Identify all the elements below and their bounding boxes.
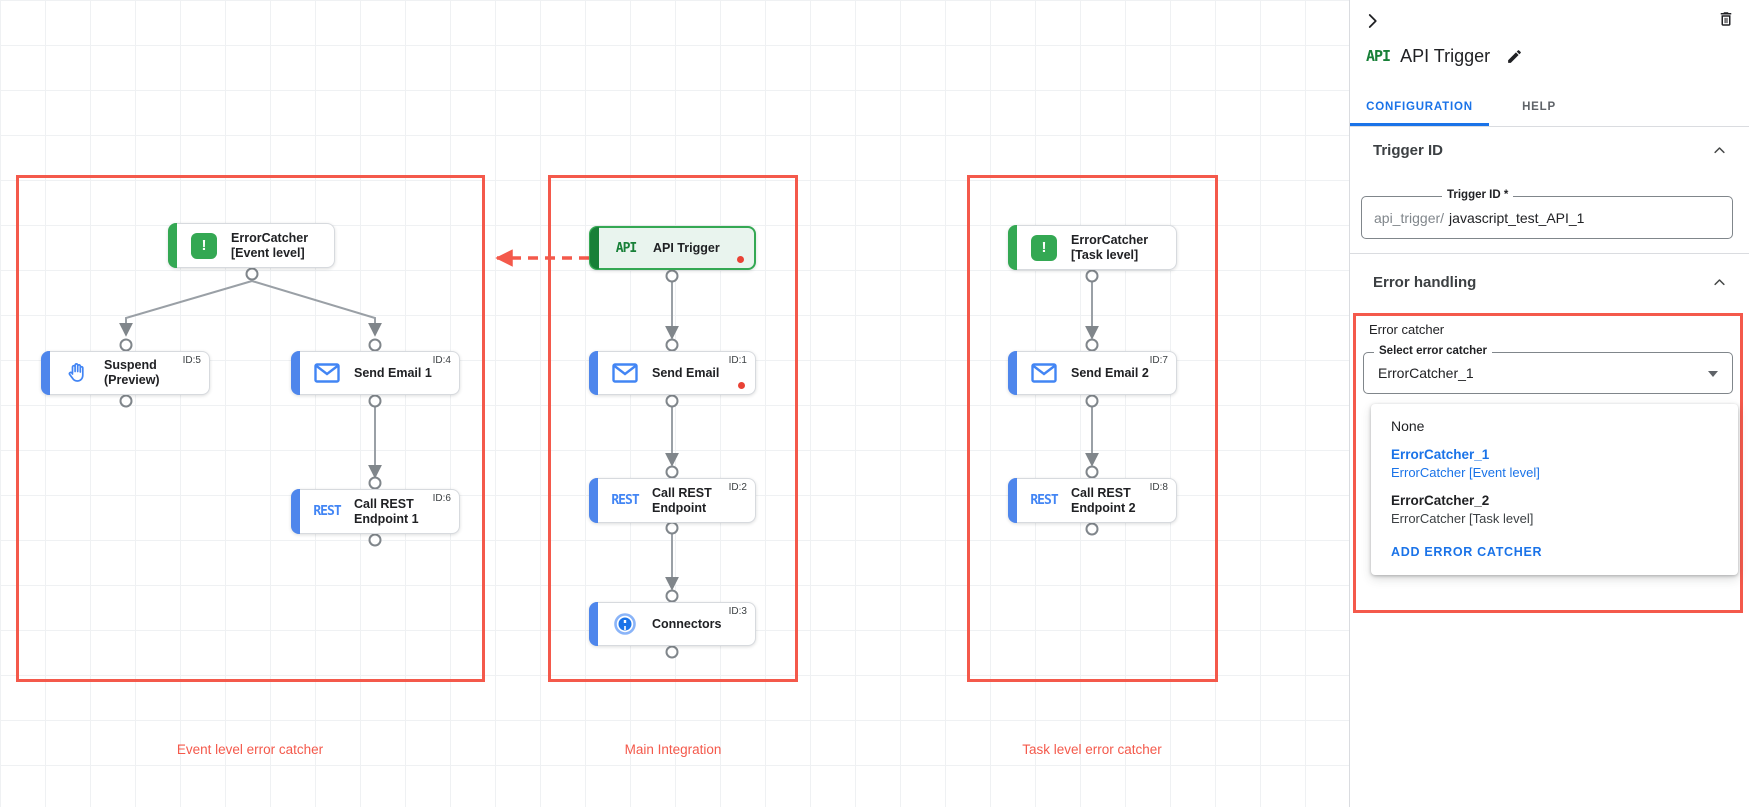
unsaved-change-dot [737, 256, 744, 263]
error-catcher-icon: ! [189, 232, 219, 259]
rest-icon: REST [313, 504, 341, 519]
node-label: Call REST Endpoint 1 [354, 496, 419, 526]
node-label: Send Email 1 [354, 365, 432, 380]
rest-icon: REST [1030, 493, 1058, 508]
node-send-email-1[interactable]: Send Email 1 ID:4 [291, 351, 460, 395]
node-accent-bar [1008, 351, 1017, 395]
trigger-id-field[interactable]: Trigger ID * api_trigger/ javascript_tes… [1361, 189, 1733, 239]
caption-main-integration: Main Integration [624, 742, 722, 757]
node-label: Send Email [652, 365, 720, 380]
connector-layer [119, 249, 1099, 659]
panel-title: API Trigger [1400, 45, 1491, 66]
node-accent-bar [589, 351, 598, 395]
chevron-up-icon[interactable] [1712, 275, 1727, 290]
error-catcher-icon: ! [1029, 234, 1059, 261]
add-error-catcher-button[interactable]: ADD ERROR CATCHER [1391, 545, 1543, 559]
section-trigger-id: Trigger ID [1373, 142, 1727, 159]
trash-icon [1720, 12, 1732, 26]
node-id-badge: ID:4 [432, 355, 451, 366]
node-suspend[interactable]: Suspend (Preview) ID:5 [41, 351, 210, 395]
node-accent-bar [589, 602, 598, 646]
annotation-rect-main-integration [548, 175, 798, 682]
rest-icon: REST [611, 493, 639, 508]
annotation-rect-error-catcher [1353, 313, 1743, 613]
node-api-trigger[interactable]: API API Trigger [589, 226, 756, 270]
option-none[interactable]: None [1391, 418, 1425, 434]
email-icon [312, 363, 342, 383]
tab-configuration[interactable]: CONFIGURATION [1366, 101, 1473, 113]
node-accent-bar [291, 351, 300, 395]
node-id-badge: ID:8 [1149, 482, 1168, 493]
node-call-rest-endpoint-2[interactable]: REST Call REST Endpoint 2 ID:8 [1008, 478, 1177, 523]
node-label: Suspend (Preview) [104, 358, 160, 387]
node-label: Call REST Endpoint 2 [1071, 485, 1136, 515]
connectors-icon [610, 612, 640, 636]
annotation-rect-task-level [967, 175, 1218, 682]
error-catcher-label: Error catcher [1369, 322, 1445, 337]
node-label: ErrorCatcher [Task level] [1071, 232, 1149, 262]
unsaved-change-dot [738, 382, 745, 389]
chevron-up-icon[interactable] [1712, 143, 1727, 158]
api-trigger-logo-icon: API [1366, 47, 1391, 65]
node-errorcatcher-task-level[interactable]: ! ErrorCatcher [Task level] [1008, 225, 1177, 270]
config-panel: API API Trigger CONFIGURATION HELP Trigg… [1349, 0, 1749, 807]
node-accent-bar [589, 478, 598, 523]
delete-trigger-button[interactable] [1712, 5, 1740, 33]
email-icon [1029, 363, 1059, 383]
node-errorcatcher-event-level[interactable]: ! ErrorCatcher [Event level] [168, 223, 335, 268]
collapse-panel-button[interactable] [1358, 7, 1386, 35]
dropdown-caret-icon[interactable] [1708, 371, 1718, 377]
section-error-handling: Error handling [1373, 274, 1727, 291]
annotation-rect-event-level [16, 175, 485, 682]
section-heading: Error handling [1373, 274, 1477, 291]
divider [1350, 253, 1749, 254]
trigger-id-prefix: api_trigger/ [1374, 209, 1445, 226]
node-accent-bar [291, 489, 300, 534]
node-accent-bar [168, 223, 177, 268]
email-icon [610, 363, 640, 383]
node-id-badge: ID:3 [728, 606, 747, 617]
suspend-hand-icon [62, 361, 92, 385]
divider [1350, 126, 1749, 127]
node-accent-bar [1008, 225, 1017, 270]
node-call-rest-endpoint[interactable]: REST Call REST Endpoint ID:2 [589, 478, 756, 523]
active-tab-indicator [1350, 123, 1489, 126]
error-catcher-dropdown-menu: None ErrorCatcher_1 ErrorCatcher [Event … [1371, 404, 1738, 575]
section-heading: Trigger ID [1373, 142, 1444, 159]
node-call-rest-endpoint-1[interactable]: REST Call REST Endpoint 1 ID:6 [291, 489, 460, 534]
select-error-catcher[interactable]: Select error catcher ErrorCatcher_1 [1363, 345, 1733, 394]
node-id-badge: ID:7 [1149, 355, 1168, 366]
select-error-catcher-label: Select error catcher [1374, 345, 1493, 357]
node-accent-bar [590, 227, 599, 269]
node-connectors[interactable]: Connectors ID:3 [589, 602, 756, 646]
tab-help[interactable]: HELP [1522, 101, 1556, 113]
node-send-email-2[interactable]: Send Email 2 ID:7 [1008, 351, 1177, 395]
node-id-badge: ID:6 [432, 493, 451, 504]
trigger-id-value[interactable]: javascript_test_API_1 [1449, 209, 1585, 226]
node-send-email[interactable]: Send Email ID:1 [589, 351, 756, 395]
panel-title-row: API API Trigger [1366, 42, 1528, 70]
node-label: Connectors [652, 616, 722, 631]
node-accent-bar [41, 351, 50, 395]
node-id-badge: ID:2 [728, 482, 747, 493]
option-errorcatcher-2[interactable]: ErrorCatcher_2 ErrorCatcher [Task level] [1391, 493, 1534, 526]
chevron-right-icon [1368, 14, 1377, 28]
node-id-badge: ID:1 [728, 355, 747, 366]
workflow-canvas[interactable]: ! ErrorCatcher [Event level] Suspend (Pr… [0, 0, 1349, 807]
caption-task-level: Task level error catcher [1022, 742, 1162, 757]
pencil-icon [1507, 49, 1521, 63]
node-accent-bar [1008, 478, 1017, 523]
node-id-badge: ID:5 [182, 355, 201, 366]
node-label: API Trigger [653, 240, 720, 255]
caption-event-level: Event level error catcher [176, 742, 324, 757]
api-trigger-icon: API [615, 240, 638, 256]
node-label: ErrorCatcher [Event level] [231, 230, 309, 260]
trigger-id-field-label: Trigger ID * [1442, 189, 1514, 201]
option-errorcatcher-1[interactable]: ErrorCatcher_1 ErrorCatcher [Event level… [1391, 447, 1540, 480]
edit-title-button[interactable] [1500, 42, 1528, 70]
select-error-catcher-value: ErrorCatcher_1 [1378, 365, 1474, 381]
node-label: Send Email 2 [1071, 365, 1149, 380]
node-label: Call REST Endpoint [652, 485, 712, 515]
